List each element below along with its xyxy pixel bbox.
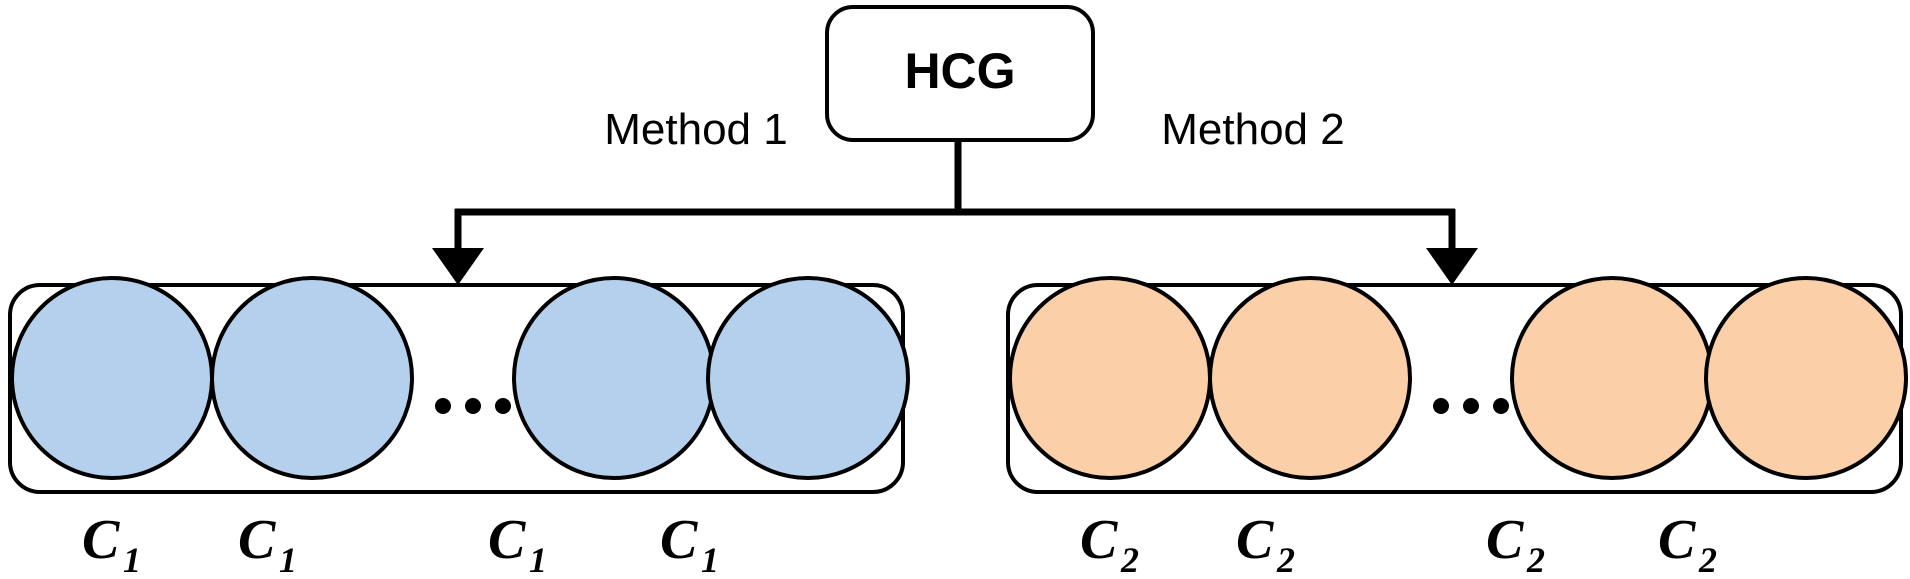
ellipsis-dot bbox=[435, 398, 451, 414]
group-1-node-2-label: C 1 bbox=[238, 509, 297, 579]
root-node-label: HCG bbox=[904, 43, 1015, 99]
group-2-node-4-label: C 2 bbox=[1658, 509, 1717, 579]
edge-method-2 bbox=[1426, 209, 1478, 285]
group-2-node-1[interactable] bbox=[1008, 276, 1212, 480]
group-1-node-4[interactable] bbox=[706, 276, 910, 480]
node-label-base: C bbox=[660, 509, 698, 571]
group-1-node-1-label: C 1 bbox=[82, 509, 141, 579]
edge-method-2-arrowhead bbox=[1426, 248, 1478, 285]
group-2-node-3[interactable] bbox=[1510, 276, 1714, 480]
group-1-ellipsis bbox=[435, 398, 511, 414]
node-label-subscript: 2 bbox=[1276, 540, 1295, 579]
group-1-node-3-label: C 1 bbox=[488, 509, 547, 579]
node-label-base: C bbox=[82, 509, 120, 571]
node-label-base: C bbox=[1486, 509, 1524, 571]
ellipsis-dot bbox=[1463, 398, 1479, 414]
node-label-subscript: 1 bbox=[123, 540, 141, 579]
node-label-subscript: 1 bbox=[701, 540, 719, 579]
edge-label-method-1: Method 1 bbox=[604, 105, 787, 154]
ellipsis-dot bbox=[1433, 398, 1449, 414]
group-2-node-1-label: C 2 bbox=[1080, 509, 1139, 579]
group-2-node-4[interactable] bbox=[1704, 276, 1908, 480]
group-2[interactable]: C 2 C 2 C 2 C 2 bbox=[1006, 276, 1908, 579]
group-2-node-2[interactable] bbox=[1208, 276, 1412, 480]
group-1[interactable]: C 1 C 1 C 1 C 1 bbox=[8, 276, 910, 579]
node-label-subscript: 2 bbox=[1526, 540, 1545, 579]
group-2-ellipsis bbox=[1433, 398, 1509, 414]
edge-method-1 bbox=[432, 209, 484, 285]
ellipsis-dot bbox=[495, 398, 511, 414]
connector-tree bbox=[432, 140, 1478, 285]
ellipsis-dot bbox=[1493, 398, 1509, 414]
ellipsis-dot bbox=[465, 398, 481, 414]
root-node[interactable]: HCG bbox=[825, 5, 1095, 142]
node-label-subscript: 1 bbox=[279, 540, 297, 579]
group-1-node-4-label: C 1 bbox=[660, 509, 719, 579]
node-label-base: C bbox=[238, 509, 276, 571]
node-label-base: C bbox=[1658, 509, 1696, 571]
group-2-node-2-label: C 2 bbox=[1236, 509, 1295, 579]
node-label-subscript: 2 bbox=[1120, 540, 1139, 579]
group-1-node-2[interactable] bbox=[210, 276, 414, 480]
edge-label-method-2: Method 2 bbox=[1161, 105, 1344, 154]
group-1-node-3[interactable] bbox=[512, 276, 716, 480]
node-label-base: C bbox=[1080, 509, 1118, 571]
group-2-node-3-label: C 2 bbox=[1486, 509, 1545, 579]
node-label-subscript: 1 bbox=[529, 540, 547, 579]
node-label-subscript: 2 bbox=[1698, 540, 1717, 579]
edge-method-1-arrowhead bbox=[432, 248, 484, 285]
node-label-base: C bbox=[1236, 509, 1274, 571]
group-1-node-1[interactable] bbox=[10, 276, 214, 480]
node-label-base: C bbox=[488, 509, 526, 571]
